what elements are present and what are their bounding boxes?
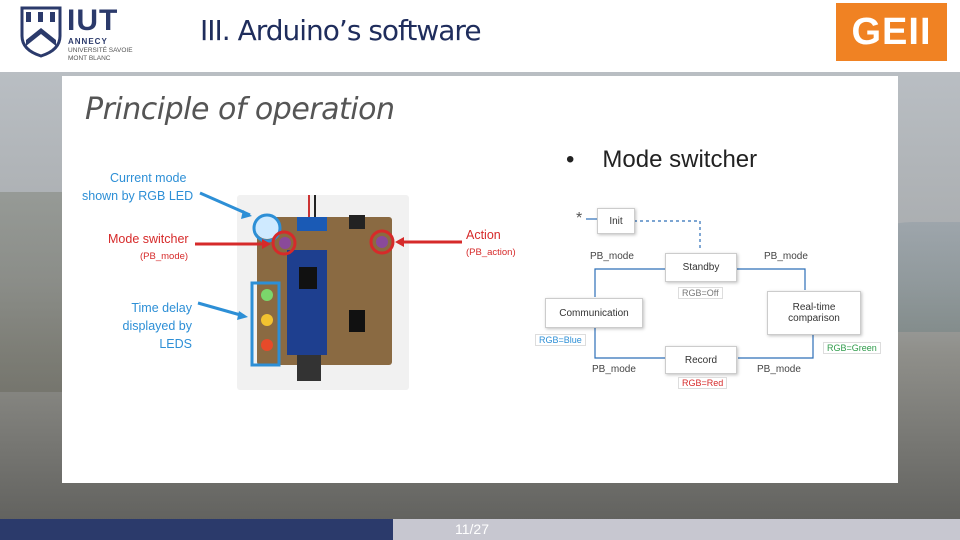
time-delay-label: Time delay displayed by LEDS xyxy=(92,299,193,353)
current-mode-label: Current mode shown by RGB LED xyxy=(82,169,193,205)
logo-subtitle: ANNECY xyxy=(68,37,108,46)
action-label-text: Action xyxy=(466,228,501,242)
footer-bar-right xyxy=(393,519,960,540)
header: IUT ANNECY UNIVERSITÉ SAVOIE MONT BLANC … xyxy=(0,0,960,72)
pb-mode-edge-label-4: PB_mode xyxy=(757,364,801,375)
mode-switcher-label-text: Mode switcher xyxy=(108,232,189,246)
logo-text: IUT xyxy=(67,4,119,37)
shield-icon xyxy=(20,6,62,58)
rgb-blue-tag: RGB=Blue xyxy=(535,334,586,346)
action-button-marker xyxy=(369,229,395,255)
bullet-item: • Mode switcher xyxy=(566,146,757,174)
page-number: 11/27 xyxy=(455,521,489,537)
page-title: III. Arduino’s software xyxy=(200,14,482,47)
record-to-communication-arrow xyxy=(594,328,665,359)
realtime-state-line1: Real-time xyxy=(792,302,836,313)
time-delay-label-line2: displayed by LEDS xyxy=(122,319,193,351)
time-delay-arrowhead xyxy=(237,311,248,320)
realtime-state-line2: comparison xyxy=(788,313,840,324)
geii-badge: GEII xyxy=(836,3,947,61)
mode-switcher-label: Mode switcher (PB_mode) xyxy=(108,230,189,266)
rgb-red-tag: RGB=Red xyxy=(678,377,728,389)
logo-university: UNIVERSITÉ SAVOIE MONT BLANC xyxy=(68,47,133,62)
pb-mode-edge-label-2: PB_mode xyxy=(764,251,808,262)
action-label: Action (PB_action) xyxy=(466,226,516,262)
background-hill-left xyxy=(0,192,70,392)
pb-mode-label: (PB_mode) xyxy=(140,251,189,262)
diagram-arrows xyxy=(586,218,814,359)
time-delay-label-line1: Time delay xyxy=(131,301,192,315)
standby-to-realtime-arrow xyxy=(736,268,806,290)
content-panel xyxy=(62,76,898,483)
iut-logo: IUT ANNECY UNIVERSITÉ SAVOIE MONT BLANC xyxy=(20,4,140,62)
rgb-green-tag: RGB=Green xyxy=(823,342,881,354)
pb-mode-edge-label-3: PB_mode xyxy=(592,364,636,375)
slide-subtitle: Principle of operation xyxy=(85,92,395,127)
arduino-board-photo xyxy=(237,195,409,390)
standby-to-communication-arrow xyxy=(594,268,665,297)
mode-button-marker xyxy=(271,230,297,256)
pb-action-label: (PB_action) xyxy=(466,247,516,258)
start-marker: * xyxy=(576,210,583,227)
board-illustration xyxy=(255,195,392,381)
record-state: Record xyxy=(665,346,737,374)
communication-state: Communication xyxy=(545,298,643,328)
rgb-led-marker xyxy=(252,213,282,243)
current-mode-arrowhead xyxy=(241,210,252,219)
action-arrowhead xyxy=(395,237,404,247)
current-mode-arrow xyxy=(199,191,251,217)
current-mode-label-line1: Current mode xyxy=(110,171,187,185)
mode-switcher-arrowhead xyxy=(262,239,271,249)
bullet-text: Mode switcher xyxy=(602,146,758,173)
standby-state: Standby xyxy=(665,253,737,282)
realtime-to-record-arrow xyxy=(738,332,814,359)
init-to-standby-arrow xyxy=(634,220,701,250)
pb-mode-edge-label-1: PB_mode xyxy=(590,251,634,262)
init-state: Init xyxy=(597,208,635,234)
current-mode-label-line2: shown by RGB LED xyxy=(82,189,194,203)
time-delay-arrow xyxy=(197,301,245,318)
footer-bar-left xyxy=(0,519,393,540)
rgb-off-tag: RGB=Off xyxy=(678,287,723,299)
realtime-state: Real-time comparison xyxy=(767,291,861,335)
led-bar-marker xyxy=(250,281,281,367)
bullet-dot: • xyxy=(566,146,575,173)
